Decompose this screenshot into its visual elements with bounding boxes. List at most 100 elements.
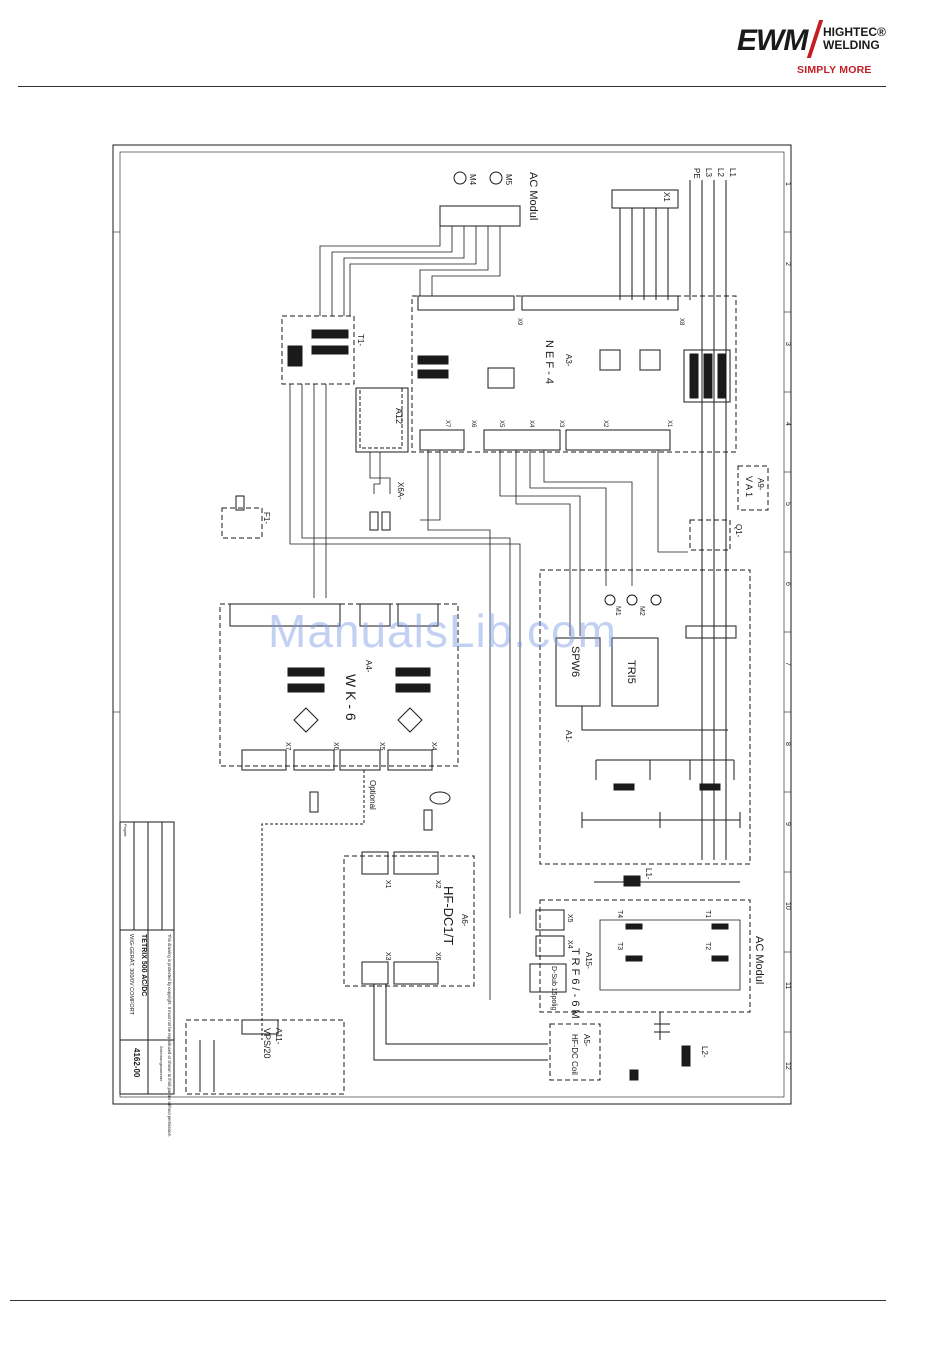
logo-reg: ® bbox=[877, 25, 886, 39]
supply-l1: L1 bbox=[728, 168, 737, 177]
grid-5: 5 bbox=[784, 502, 791, 506]
transistor-t3: T3 bbox=[616, 942, 623, 950]
supply-pe: PE bbox=[692, 168, 701, 179]
hf-x2: X2 bbox=[434, 880, 441, 889]
title-notice: This drawing is protected by copyright. … bbox=[167, 934, 172, 1137]
vps-label: VPS/20 bbox=[262, 1028, 272, 1059]
nef-x8: X8 bbox=[678, 318, 684, 326]
ac-modul-top-label: AC Modul bbox=[527, 172, 539, 220]
a12-relay bbox=[359, 387, 403, 449]
hfdc1t-module bbox=[343, 855, 475, 987]
wiring-bundle bbox=[289, 226, 688, 1000]
grid-12: 12 bbox=[784, 1062, 791, 1070]
hfdc-coil-id-label: A5- bbox=[582, 1034, 591, 1047]
trf6-id-label: A15- bbox=[584, 952, 593, 969]
grid-11: 11 bbox=[784, 982, 791, 989]
q1-label: Q1- bbox=[734, 524, 743, 538]
grid-8: 8 bbox=[784, 742, 791, 746]
trf-x5: X5 bbox=[566, 914, 573, 923]
grid-4: 4 bbox=[784, 422, 791, 426]
title-block bbox=[119, 821, 175, 1095]
fan-m2: M2 bbox=[638, 606, 645, 616]
grid-2: 2 bbox=[784, 262, 791, 266]
logo-ewm-text: EWM bbox=[737, 24, 808, 57]
fan-m5: M5 bbox=[504, 174, 513, 186]
optional-label: Optional bbox=[368, 780, 377, 810]
supply-l3: L3 bbox=[704, 168, 713, 177]
hfdc1t-id-label: A6- bbox=[460, 914, 469, 927]
x6a-label: X6A- bbox=[396, 482, 405, 500]
a9-module bbox=[737, 465, 769, 511]
fan-m1: M1 bbox=[614, 606, 621, 616]
hf-x6: X6 bbox=[434, 952, 441, 961]
grid-10: 10 bbox=[784, 902, 791, 910]
wk6-x7: X7 bbox=[284, 742, 291, 751]
nef-x4: X4 bbox=[528, 420, 534, 428]
grid-ticks bbox=[113, 231, 791, 1033]
logo-hightec-welding: HIGHTEC® WELDING bbox=[823, 26, 886, 52]
drawing-inner-frame bbox=[119, 151, 785, 1098]
vps-id-label: A11- bbox=[274, 1028, 283, 1045]
a9-id-label: A9- bbox=[756, 478, 765, 491]
l2-label: L2- bbox=[700, 1046, 709, 1058]
nef-x2: X2 bbox=[602, 420, 608, 428]
wk6-x6: X6 bbox=[332, 742, 339, 751]
dsub-label: D-Sub 15polig bbox=[550, 966, 557, 1010]
transistor-t2: T2 bbox=[704, 942, 711, 950]
f1-fuse bbox=[221, 507, 263, 539]
wk6-id-label: A4- bbox=[364, 660, 373, 673]
header-rule bbox=[18, 86, 886, 87]
logo-hightec: HIGHTEC bbox=[823, 25, 877, 39]
logo-tagline: SIMPLY MORE bbox=[797, 64, 872, 76]
hfdc1t-label: HF-DC1/T bbox=[441, 886, 456, 945]
tri5-label: TRI5 bbox=[625, 660, 637, 684]
title-sheet: Projekt bbox=[123, 824, 128, 837]
fan-m4: M4 bbox=[468, 174, 477, 186]
grid-1: 1 bbox=[784, 182, 791, 186]
title-variant: WIG-GERÄT, 300/0V COMFORT bbox=[128, 934, 135, 1016]
supply-l2: L2 bbox=[716, 168, 725, 177]
hfdc-coil-module bbox=[549, 1023, 601, 1081]
x1-connector bbox=[611, 189, 679, 209]
spw6-label: SPW6 bbox=[569, 646, 581, 677]
nef-x7: X7 bbox=[444, 420, 450, 428]
nef4-label: N E F - 4 bbox=[543, 340, 555, 384]
watermark: ManualsLib.com bbox=[268, 605, 617, 657]
wk6-x4: X4 bbox=[430, 742, 437, 751]
a1-label: A1- bbox=[564, 730, 573, 743]
x1-label: X1 bbox=[662, 192, 671, 202]
f1-label: F1- bbox=[262, 512, 271, 524]
trf-x4: X4 bbox=[566, 940, 573, 949]
ac-modul-bottom-label: AC Modul bbox=[753, 936, 765, 984]
title-model: TETRIX 500 AC/DC bbox=[140, 934, 147, 996]
hf-x1: X1 bbox=[384, 880, 391, 889]
title-zeichnungsnr: Zeichnungsnummer bbox=[159, 1046, 164, 1082]
title-drawing-number: 4162-00 bbox=[132, 1048, 141, 1078]
wk6-label: W K - 6 bbox=[343, 674, 359, 721]
q1-switch bbox=[689, 519, 731, 551]
a12-label: A12 bbox=[394, 408, 404, 424]
transistor-t4: T4 bbox=[616, 910, 623, 918]
nef-x1: X1 bbox=[666, 420, 672, 428]
nef-x5: X5 bbox=[498, 420, 504, 428]
t1-label: T1- bbox=[356, 334, 365, 346]
footer-rule bbox=[10, 1300, 886, 1301]
nef-x3: X3 bbox=[558, 420, 564, 428]
l1-choke bbox=[623, 875, 641, 887]
wk6-x5: X5 bbox=[378, 742, 385, 751]
logo-welding: WELDING bbox=[823, 38, 880, 52]
a9-label: V A 1 bbox=[744, 476, 754, 497]
drawing-frame bbox=[112, 144, 792, 1105]
t1-transformer bbox=[281, 315, 355, 385]
nef4-id-label: A3- bbox=[564, 354, 573, 367]
rectifier-block bbox=[683, 349, 731, 403]
vps-module bbox=[185, 1019, 345, 1095]
hfdc-coil-label: HF-DC Coil bbox=[570, 1034, 579, 1075]
trf6-label: T R F 6 / - 6 M bbox=[569, 948, 581, 1019]
l1-label: L1- bbox=[644, 868, 653, 880]
transistor-t1: T1 bbox=[704, 910, 711, 918]
grid-6: 6 bbox=[784, 582, 791, 586]
grid-3: 3 bbox=[784, 342, 791, 346]
nef4-module bbox=[411, 295, 737, 453]
